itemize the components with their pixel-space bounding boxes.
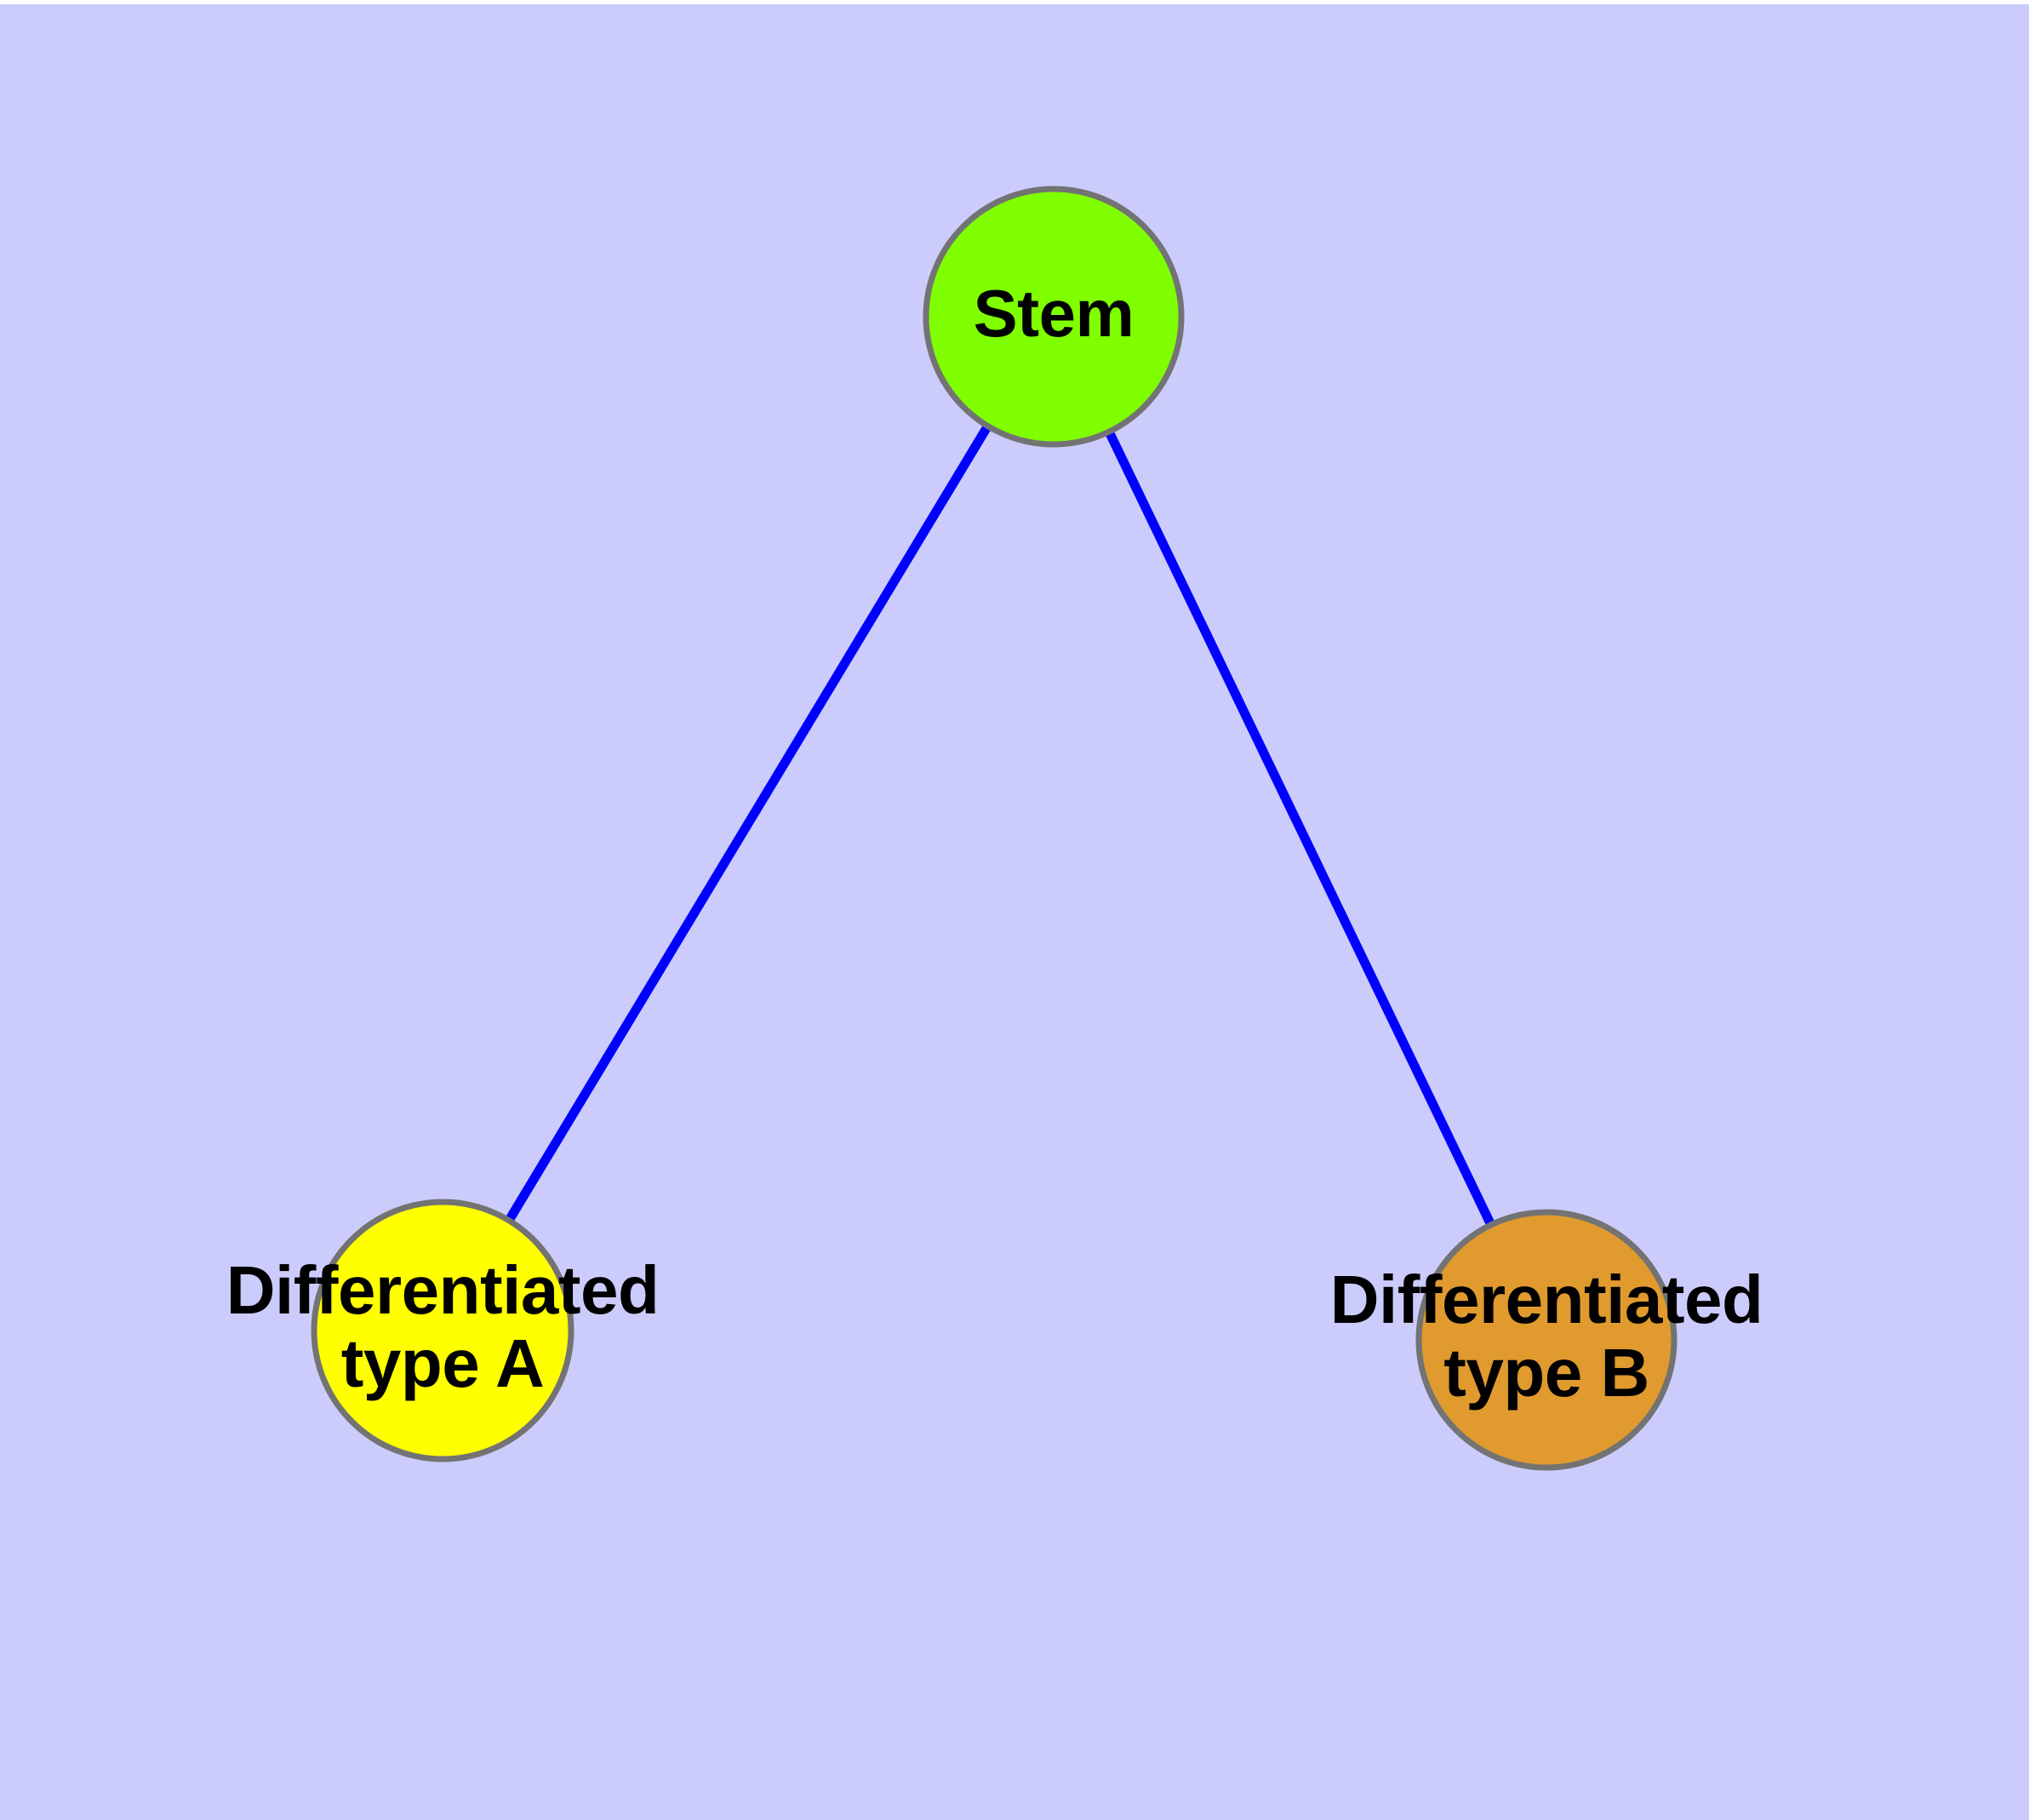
- node-differentiated-type-a[interactable]: [311, 1199, 574, 1462]
- node-layer: [311, 186, 1677, 1471]
- edge-layer: [503, 421, 1497, 1230]
- node-stem[interactable]: [923, 186, 1185, 448]
- edge-stem-to-diff-b: [1103, 426, 1497, 1230]
- edge-stem-to-diff-a: [503, 421, 994, 1226]
- node-differentiated-type-b[interactable]: [1415, 1209, 1677, 1471]
